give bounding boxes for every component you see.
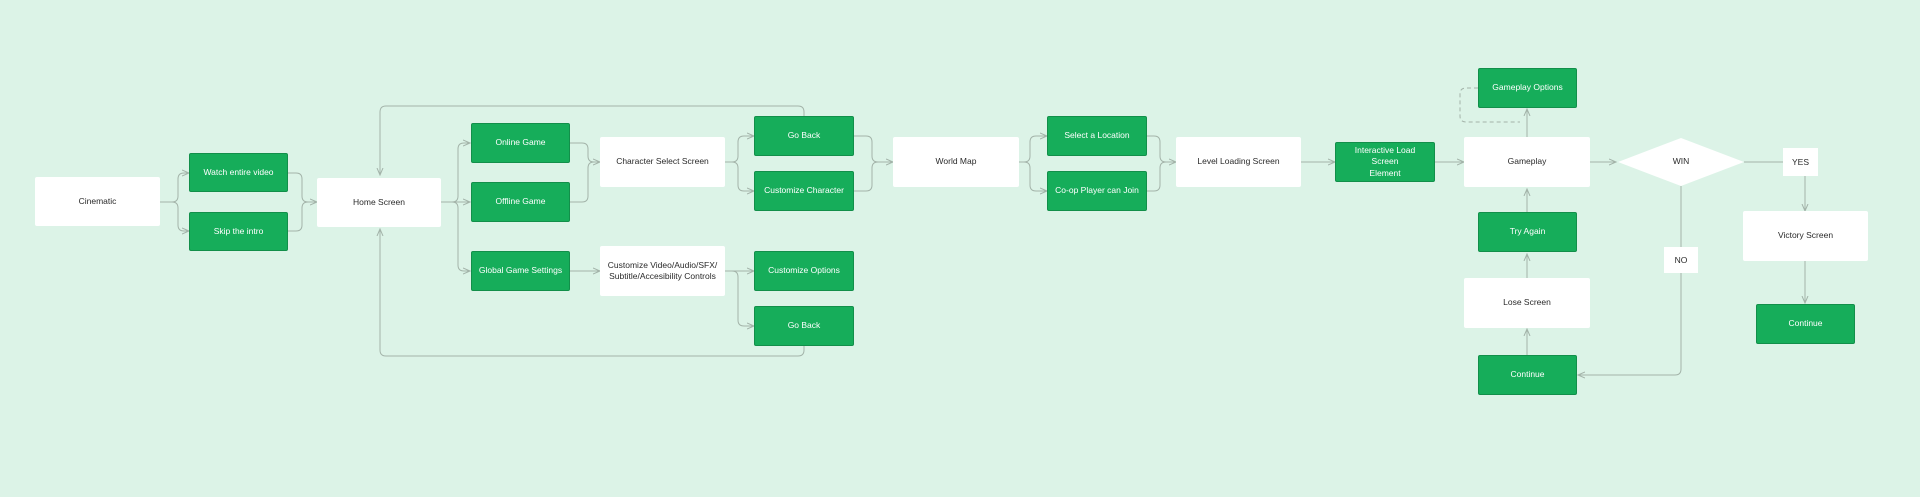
node-cinematic: Cinematic <box>35 177 160 226</box>
edge-home-global <box>441 201 470 271</box>
node-go-back-2: Go Back <box>754 306 854 346</box>
node-home-screen: Home Screen <box>317 178 441 227</box>
edge-options-dashed <box>1459 87 1520 123</box>
edge-select-levelload <box>1147 135 1176 162</box>
node-interactive-load: Interactive Load Screen Element <box>1335 142 1435 182</box>
node-offline-game: Offline Game <box>471 182 570 222</box>
node-character-select: Character Select Screen <box>600 137 725 187</box>
edge-online-charselect <box>570 142 600 162</box>
edge-charselect-customchar <box>725 161 754 191</box>
node-watch-video: Watch entire video <box>189 153 288 192</box>
node-continue-win: Continue <box>1756 304 1855 344</box>
node-coop-join: Co-op Player can Join <box>1047 171 1147 211</box>
edge-offline-charselect <box>570 161 595 203</box>
edge-charselect-goback <box>725 136 754 163</box>
edge-goback-worldmap <box>854 135 893 162</box>
edge-coop-levelload <box>1147 161 1167 192</box>
node-customize-character: Customize Character <box>754 171 854 211</box>
no-tag: NO <box>1664 247 1698 273</box>
edge-home-online <box>441 143 470 203</box>
node-gameplay-options: Gameplay Options <box>1478 68 1577 108</box>
node-victory-screen: Victory Screen <box>1743 211 1868 261</box>
edge-customizeav-goback <box>725 270 754 326</box>
edge-customchar-worldmap <box>854 161 879 192</box>
node-level-loading: Level Loading Screen <box>1176 137 1301 187</box>
node-gameplay: Gameplay <box>1464 137 1590 187</box>
node-customize-options: Customize Options <box>754 251 854 291</box>
node-online-game: Online Game <box>471 123 570 163</box>
node-continue-lose: Continue <box>1478 355 1577 395</box>
edge-worldmap-select <box>1019 136 1047 163</box>
node-select-location: Select a Location <box>1047 116 1147 156</box>
node-try-again: Try Again <box>1478 212 1577 252</box>
node-global-settings: Global Game Settings <box>471 251 570 291</box>
node-go-back-1: Go Back <box>754 116 854 156</box>
edge-watch-home <box>288 172 317 202</box>
edge-cinematic-watch <box>160 173 189 203</box>
edge-skip-home <box>288 201 309 232</box>
win-label: WIN <box>1672 156 1690 166</box>
edge-cinematic-skip <box>160 201 189 231</box>
edge-worldmap-coop <box>1019 161 1047 191</box>
edge-goback-home-bottom <box>380 229 805 357</box>
node-world-map: World Map <box>893 137 1019 187</box>
node-lose-screen: Lose Screen <box>1464 278 1590 328</box>
win-diamond <box>1618 138 1744 186</box>
edge-no-continue <box>1578 273 1682 375</box>
node-customize-av: Customize Video/Audio/SFX/ Subtitle/Acce… <box>600 246 725 296</box>
edge-goback-home-top <box>380 105 805 175</box>
node-skip-intro: Skip the intro <box>189 212 288 251</box>
yes-tag: YES <box>1783 148 1818 176</box>
